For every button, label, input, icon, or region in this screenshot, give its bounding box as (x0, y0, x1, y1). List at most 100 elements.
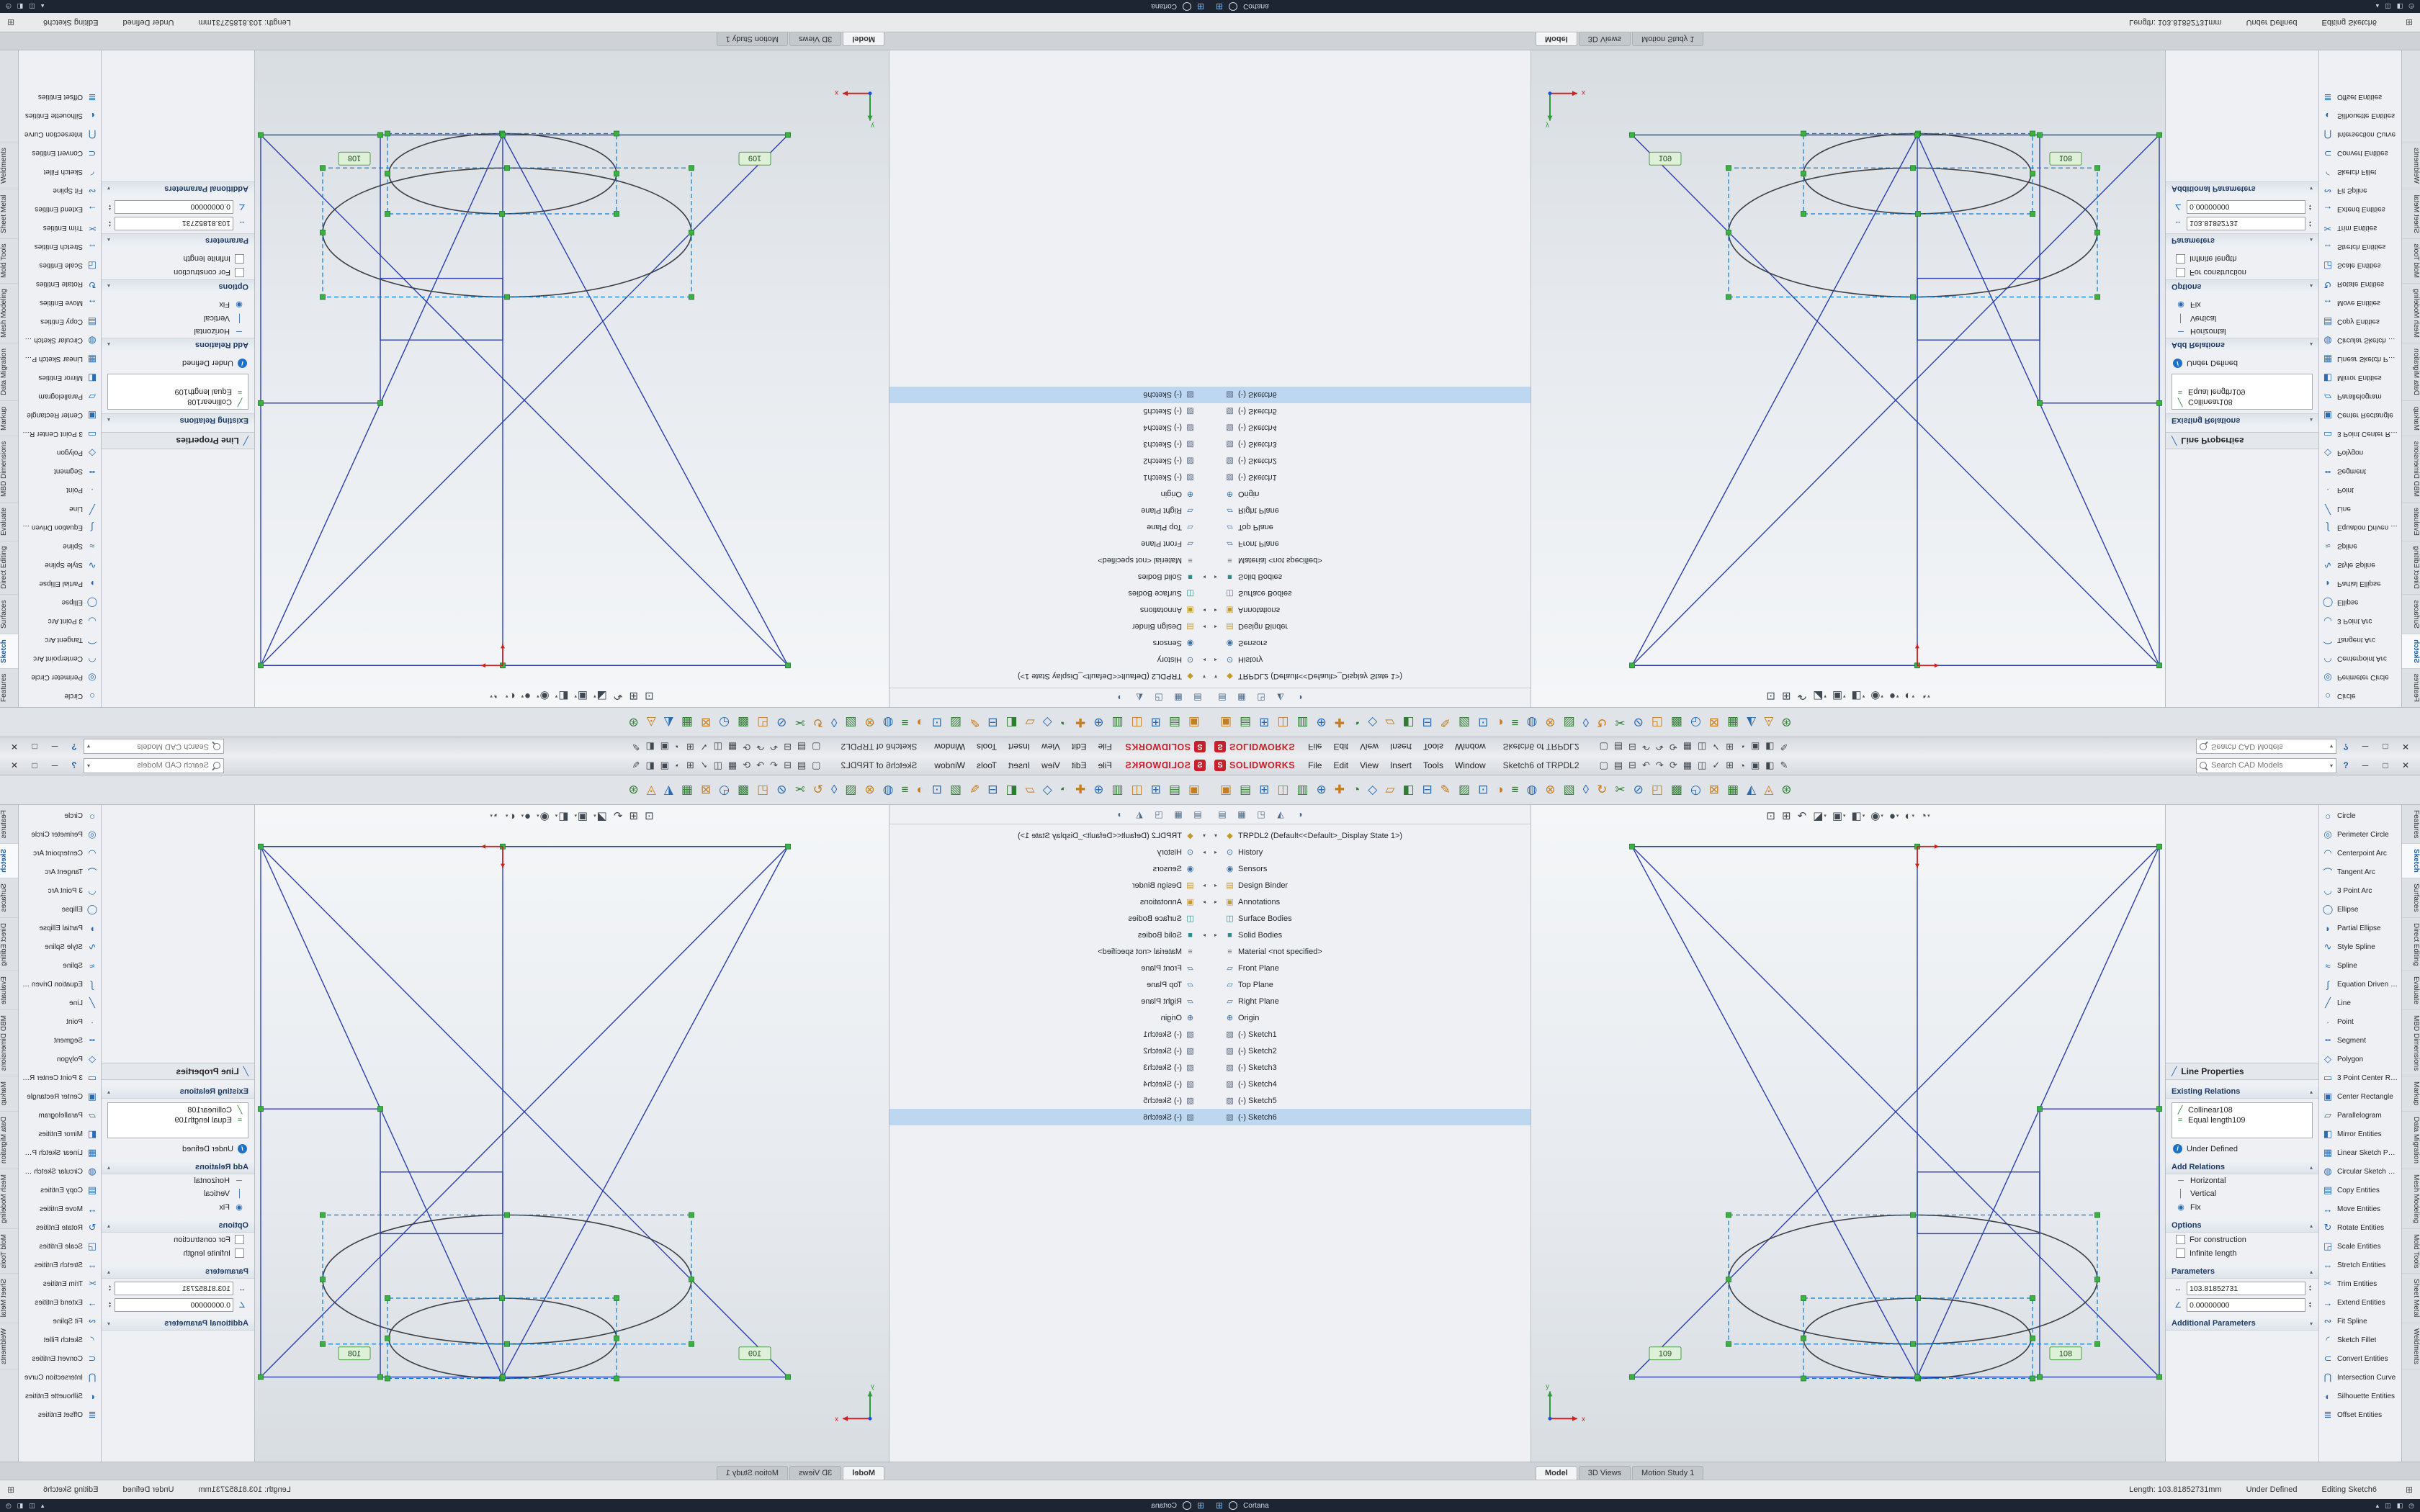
feature-tree-item[interactable]: ▨ (-) Sketch3 (889, 1059, 1210, 1076)
toolbar-icon[interactable]: ◭ (1747, 716, 1757, 729)
parameters-header[interactable]: Parameters ▴ (2166, 1265, 2318, 1279)
document-tab[interactable]: 3D Views (1578, 32, 1631, 46)
quick-toolbar-icon[interactable]: ▣ (660, 742, 670, 752)
toolbar-icon[interactable]: ⊕ (1093, 783, 1104, 796)
toolbar-icon[interactable]: ◭ (663, 783, 673, 796)
sketch-ellipses[interactable] (1728, 132, 2098, 298)
add-relations-header[interactable]: Add Relations ▴ (2166, 338, 2318, 351)
quick-toolbar-icon[interactable]: ▦ (727, 760, 738, 770)
sketch-tool-button[interactable]: ◡ 3 Point Arc (19, 881, 101, 900)
quick-toolbar-icon[interactable]: ▤ (797, 742, 807, 752)
commandmanager-tab[interactable]: Surfaces (2402, 594, 2420, 634)
dropdown-caret-icon[interactable]: ▾ (555, 693, 558, 698)
sketch-tool-button[interactable]: ◇ Polygon (19, 444, 101, 462)
sketch-tool-button[interactable]: ○ Circle (2319, 806, 2401, 825)
toolbar-icon[interactable]: ✚ (1334, 783, 1345, 796)
dimxpertmanager-tab-icon[interactable]: ◭ (1277, 809, 1284, 819)
sketch-tool-button[interactable]: ◲ Scale Entities (2323, 261, 2381, 271)
commandmanager-tab[interactable]: Evaluate (0, 501, 18, 541)
hide-show-items-icon[interactable]: ◉ ▾ (1870, 690, 1883, 702)
toolbar-icon[interactable]: ▱ (1385, 783, 1395, 796)
document-tab[interactable]: Motion Study 1 (1632, 1466, 1704, 1480)
sketch-tool-button[interactable]: ▱ Parallelogram (19, 387, 101, 406)
add-relation-button[interactable]: │ Vertical (2166, 312, 2318, 325)
relation-item[interactable]: = Equal length109 (109, 1115, 246, 1125)
sketch-tool-button[interactable]: ◎ Perimeter Circle (19, 668, 101, 687)
toolbar-icon[interactable]: ⊗ (864, 783, 875, 796)
quick-toolbar-icon[interactable]: ⟳ (1669, 742, 1677, 752)
toolbar-icon[interactable]: ▨ (949, 716, 962, 729)
toolbar-icon[interactable]: ◊ (830, 716, 838, 729)
length-field[interactable] (2187, 1282, 2305, 1295)
expand-arrow-icon[interactable]: ▸ (1214, 624, 1218, 630)
toolbar-icon[interactable]: ⊞ (1259, 716, 1270, 729)
help-icon[interactable]: ? (2343, 742, 2349, 752)
tray-icon[interactable]: ◧ (17, 3, 24, 11)
cortana-label[interactable]: Cortana (1151, 1501, 1177, 1510)
checkbox[interactable] (235, 1248, 244, 1258)
existing-relations-header[interactable]: Existing Relations ▴ (2166, 1085, 2318, 1099)
sketch-tool-button[interactable]: ▤ Copy Entities (2323, 1184, 2380, 1195)
feature-tree-item[interactable]: ◉ Sensors (1210, 635, 1531, 652)
toolbar-icon[interactable]: ◑ (1496, 716, 1504, 729)
sketch-tool-button[interactable]: ▦ Linear Sketch Pattern (22, 354, 97, 365)
sketch-tool-button[interactable]: ◇ Polygon (2319, 444, 2401, 462)
toolbar-icon[interactable]: ◑ (1496, 783, 1504, 796)
collapse-chevron-icon[interactable]: ▴ (107, 1268, 111, 1275)
commandmanager-tab[interactable]: MBD Dimensions (2402, 1010, 2420, 1077)
dropdown-caret-icon[interactable]: ▾ (1862, 693, 1865, 698)
feature-tree-item[interactable]: ▾ ◆ TRPDL2 (Default<<Default>_Display St… (889, 827, 1210, 844)
parameters-header[interactable]: Parameters ▴ (102, 1265, 254, 1279)
commandmanager-tab[interactable]: Sketch (0, 844, 18, 879)
toolbar-icon[interactable]: ◊ (1582, 716, 1590, 729)
sketch-tool-button[interactable]: ▭ 3 Point Center Recta... (2323, 1072, 2398, 1083)
expand-arrow-icon[interactable]: ▸ (1214, 932, 1218, 938)
add-relation-button[interactable]: │ Vertical (102, 1187, 254, 1200)
search-input[interactable] (93, 742, 210, 752)
dropdown-caret-icon[interactable]: ▾ (593, 814, 596, 819)
feature-tree-item[interactable]: ▸ ⊙ History (1210, 844, 1531, 860)
feature-tree-item[interactable]: ▸ ▤ Design Binder (1210, 877, 1531, 894)
feature-tree-item[interactable]: ▨ (-) Sketch1 (1210, 1026, 1531, 1043)
toolbar-icon[interactable]: ⊗ (1545, 783, 1556, 796)
expand-arrow-icon[interactable]: ▸ (1214, 574, 1218, 580)
toolbar-icon[interactable]: ▦ (1727, 783, 1739, 796)
status-grid-icon[interactable]: ⊞ (7, 17, 15, 27)
collapse-chevron-icon[interactable]: ▴ (107, 341, 111, 348)
menu-item[interactable]: Window (1454, 742, 1486, 752)
document-tab[interactable]: Motion Study 1 (716, 1466, 788, 1480)
document-tab[interactable]: Model (843, 1466, 884, 1480)
toolbar-icon[interactable]: ⊠ (700, 716, 712, 729)
sketch-tool-button[interactable]: ◡ 3 Point Arc (2319, 612, 2401, 631)
previous-view-icon[interactable]: ↶ (613, 810, 623, 822)
sketch-tool-button[interactable]: ▣ Center Rectangle (2323, 1091, 2393, 1102)
commandmanager-tab[interactable]: Weldments (0, 142, 18, 189)
display-style-icon[interactable]: ◧ ▾ (1851, 810, 1865, 822)
cortana-icon[interactable] (1229, 2, 1238, 11)
feature-tree-item[interactable]: ▨ (-) Sketch4 (1210, 420, 1531, 436)
feature-tree-item[interactable]: ▱ Top Plane (1210, 976, 1531, 993)
relation-item[interactable]: = Equal length109 (2174, 387, 2311, 397)
sketch-tool-button[interactable]: ↻ Rotate Entities (19, 275, 101, 294)
document-tab[interactable]: 3D Views (1578, 1466, 1631, 1480)
toolbar-icon[interactable]: ▥ (1296, 783, 1309, 796)
dropdown-caret-icon[interactable]: ▾ (505, 814, 508, 819)
sketch-tool-button[interactable]: ⊂ Convert Entities (19, 1349, 101, 1368)
additional-parameters-header[interactable]: Additional Parameters ▾ (102, 181, 254, 195)
toolbar-icon[interactable]: ▣ (1220, 783, 1232, 796)
quick-toolbar-icon[interactable]: ⟳ (743, 760, 751, 770)
sketch-tool-button[interactable]: ╍ Segment (2319, 1031, 2401, 1050)
dropdown-caret-icon[interactable]: ▾ (1912, 693, 1915, 698)
feature-tree-item[interactable]: ▨ (-) Sketch6 (889, 1109, 1210, 1125)
toolbar-icon[interactable]: ◔ (1353, 716, 1361, 729)
toolbar-icon[interactable]: ◰ (757, 783, 769, 796)
sketch-tool-button[interactable]: ╍ Segment (19, 1031, 101, 1050)
sketch-tool-button[interactable]: ⋂ Intersection Curve (2319, 125, 2401, 144)
sketch-tool-button[interactable]: ∙ Point (2319, 1012, 2401, 1031)
toolbar-icon[interactable]: ▱ (1385, 716, 1395, 729)
quick-toolbar-icon[interactable]: ◫ (713, 760, 722, 770)
sketch-tool-button[interactable]: ▤ Copy Entities (40, 317, 97, 328)
spinner-icon[interactable]: ▴▾ (2308, 1300, 2311, 1309)
toolbar-icon[interactable]: ▩ (738, 783, 750, 796)
toolbar-icon[interactable]: ⊞ (1150, 716, 1161, 729)
